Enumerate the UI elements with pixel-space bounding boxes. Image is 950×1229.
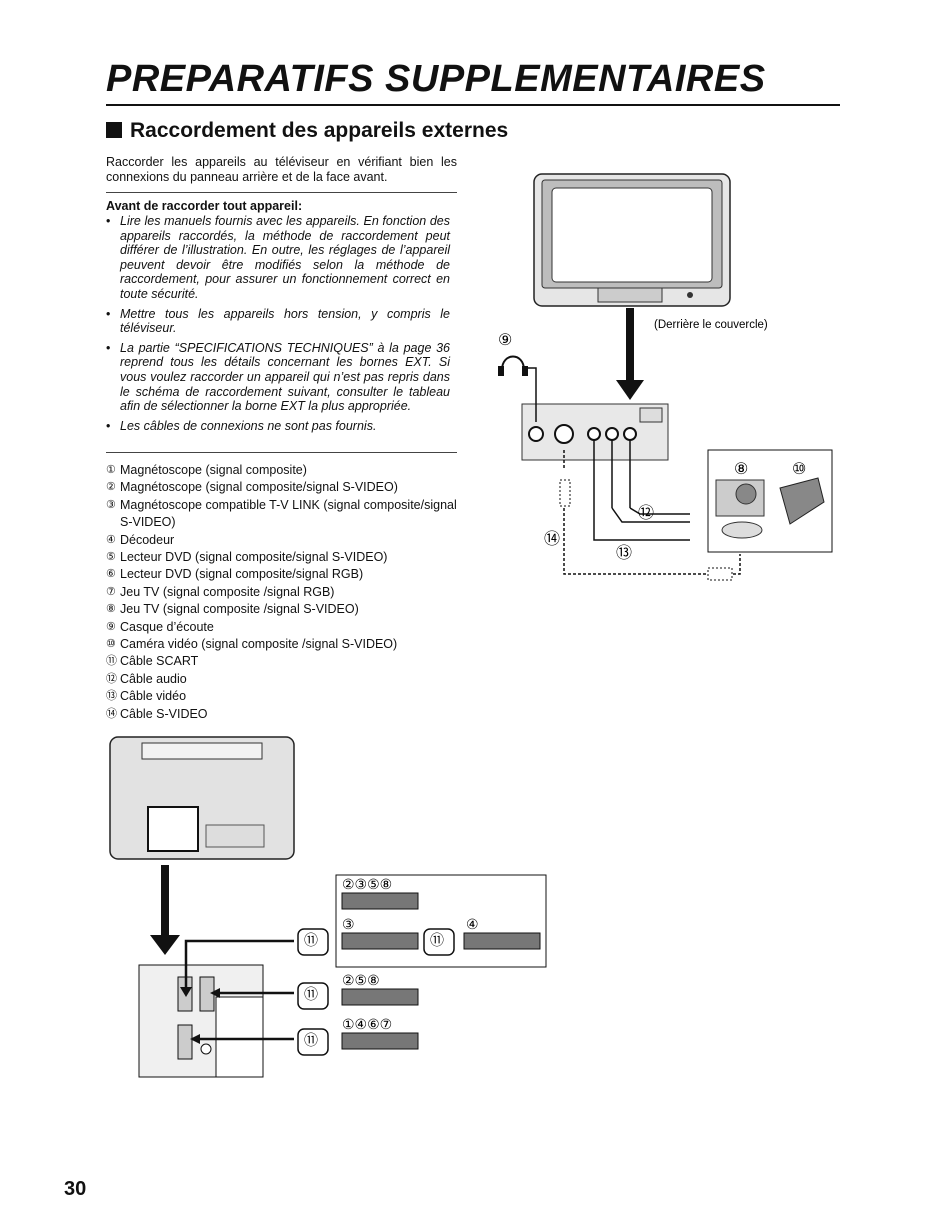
camcorder-icon bbox=[779, 477, 825, 525]
svg-text:⑪: ⑪ bbox=[430, 932, 444, 948]
section-title: Raccordement des appareils externes bbox=[130, 119, 509, 142]
tv-front-illustration bbox=[533, 173, 731, 307]
section-heading: Raccordement des appareils externes bbox=[106, 119, 508, 143]
device-group-box bbox=[335, 874, 547, 968]
scart-plug-icon: ⑪ bbox=[297, 982, 329, 1010]
precaution-item: Mettre tous les appareils hors tension, … bbox=[106, 307, 450, 336]
scart-plug-icon: ⑪ bbox=[423, 928, 455, 956]
front-panel-illustration bbox=[521, 403, 669, 461]
scart-plug-icon: ⑪ bbox=[297, 1028, 329, 1056]
down-arrow-icon bbox=[150, 865, 180, 955]
svideo-plug-icon bbox=[559, 479, 571, 507]
scart-plug-icon: ⑪ bbox=[297, 928, 329, 956]
device-icon bbox=[341, 1032, 419, 1050]
label-audio-cable: ⑫ bbox=[638, 504, 654, 522]
label-game: ⑧ bbox=[734, 461, 748, 478]
group-label-top: ②③⑤⑧ bbox=[342, 876, 392, 892]
page-title: PREPARATIFS SUPPLEMENTAIRES bbox=[106, 58, 766, 100]
vcr-device-icon bbox=[341, 932, 419, 950]
group-label-ext3: ②⑤⑧ bbox=[342, 972, 380, 988]
group-label-vcr: ③ bbox=[342, 916, 355, 932]
cover-caption: (Derrière le couvercle) bbox=[654, 319, 768, 331]
divider-top bbox=[106, 192, 457, 193]
precaution-item: Lire les manuels fournis avec les appare… bbox=[106, 214, 450, 302]
device-icon bbox=[341, 988, 419, 1006]
divider-bottom bbox=[106, 452, 457, 453]
title-rule bbox=[106, 104, 840, 106]
label-video-cable: ⑬ bbox=[616, 544, 632, 562]
group-label-ext1: ①④⑥⑦ bbox=[342, 1016, 392, 1032]
precaution-item: La partie “SPECIFICATIONS TECHNIQUES” à … bbox=[106, 341, 450, 414]
tv-rear-illustration bbox=[109, 736, 295, 860]
svg-text:⑪: ⑪ bbox=[304, 986, 318, 1002]
before-heading: Avant de raccorder tout appareil: bbox=[106, 199, 303, 213]
gamepad-icon bbox=[721, 521, 763, 539]
down-arrow-icon bbox=[616, 308, 644, 400]
svg-text:⑪: ⑪ bbox=[304, 932, 318, 948]
headphone-icon bbox=[498, 355, 537, 422]
page-number: 30 bbox=[64, 1178, 87, 1200]
front-connection-diagram: (Derrière le couvercle) ⑨ ⑭ ⑫ ⑬ bbox=[498, 173, 833, 581]
label-svideo-cable: ⑭ bbox=[544, 530, 560, 548]
square-bullet-icon bbox=[106, 122, 122, 138]
svg-text:⑪: ⑪ bbox=[304, 1032, 318, 1048]
precaution-item: Les câbles de connexions ne sont pas fou… bbox=[106, 419, 450, 434]
scart-cable-lines bbox=[184, 939, 294, 1041]
intro-paragraph: Raccorder les appareils au téléviseur en… bbox=[106, 155, 457, 184]
arrow-head-icon bbox=[180, 987, 192, 997]
vcr-device-icon bbox=[341, 892, 419, 910]
precautions-list: Lire les manuels fournis avec les appare… bbox=[106, 214, 450, 438]
svideo-plug-icon bbox=[707, 567, 733, 581]
arrow-head-icon bbox=[210, 988, 220, 998]
label-headphone: ⑨ bbox=[498, 332, 512, 349]
rear-panel-scart-area bbox=[138, 964, 264, 1078]
cable-lines bbox=[563, 440, 741, 575]
decoder-device-icon bbox=[463, 932, 541, 950]
rear-connection-diagram: ⑪ ⑪ ⑪ ⑪ ②③⑤⑧ ③ ④ ②⑤⑧ ①④⑥⑦ bbox=[109, 736, 547, 1078]
label-camera: ⑩ bbox=[792, 461, 806, 478]
arrow-head-icon bbox=[190, 1034, 200, 1044]
external-devices-box: ⑧ ⑩ bbox=[707, 449, 833, 553]
group-label-decoder: ④ bbox=[466, 916, 479, 932]
